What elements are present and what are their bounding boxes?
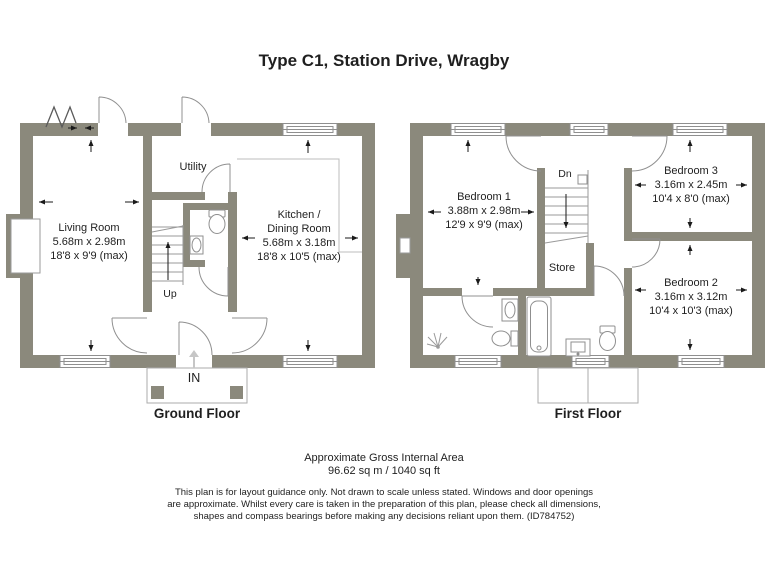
window xyxy=(282,355,338,368)
wc-door xyxy=(198,266,229,297)
bedroom1-label: Bedroom 1 3.88m x 2.98m 12'9 x 9'9 (max) xyxy=(445,190,523,232)
window xyxy=(569,123,609,136)
shower-icon xyxy=(426,332,448,349)
window xyxy=(282,123,338,136)
stairs-down-label: Dn xyxy=(558,168,572,180)
room-name: Kitchen / xyxy=(277,209,321,221)
stairs-up-label: Up xyxy=(163,288,177,300)
bedroom3-label: Bedroom 3 3.16m x 2.45m 10'4 x 8'0 (max) xyxy=(652,164,730,206)
window xyxy=(59,355,111,368)
first-floor-plan xyxy=(396,123,765,404)
ground-windows xyxy=(59,123,338,368)
utility-door xyxy=(201,163,231,193)
toilet-bowl xyxy=(599,331,616,351)
room-metric: 3.88m x 2.98m xyxy=(447,205,521,217)
first-doors xyxy=(461,135,668,328)
first-stairs xyxy=(544,170,589,244)
window xyxy=(450,123,506,136)
room-metric: 5.68m x 2.98m xyxy=(52,236,126,248)
utility-label: Utility xyxy=(179,161,207,173)
living-room-door xyxy=(111,317,148,354)
ensuite-fixtures xyxy=(426,298,519,349)
page-title: Type C1, Station Drive, Wragby xyxy=(258,51,510,70)
bedroom3-door xyxy=(631,135,668,172)
toilet-cistern xyxy=(510,330,519,347)
entrance-label: IN xyxy=(187,371,201,385)
room-metric: 3.16m x 2.45m xyxy=(654,179,728,191)
room-imperial: 12'9 x 9'9 (max) xyxy=(445,219,523,231)
fireplace-recess xyxy=(10,218,41,274)
toilet-bowl xyxy=(491,330,511,347)
kitchen-door xyxy=(231,317,268,354)
disclaimer-line: shapes and compass bearings before makin… xyxy=(193,511,575,522)
external-door xyxy=(181,96,210,124)
first-windows xyxy=(450,123,728,368)
window xyxy=(454,355,502,368)
room-name: Living Room xyxy=(58,222,120,234)
disclaimer-line: are approximate. Whilst every care is ta… xyxy=(167,499,601,510)
bathroom-door xyxy=(593,265,625,297)
bedroom2-label: Bedroom 2 3.16m x 3.12m 10'4 x 10'3 (max… xyxy=(649,276,733,318)
ground-floor-plan xyxy=(6,96,375,404)
room-name: Bedroom 3 xyxy=(664,165,718,177)
ensuite-door xyxy=(461,295,494,328)
ground-doors xyxy=(98,96,268,356)
first-walls xyxy=(396,123,765,368)
bedroom2-door xyxy=(631,238,661,268)
toilet-bowl xyxy=(208,214,226,234)
porch-post xyxy=(230,386,243,399)
room-imperial: 18'8 x 10'5 (max) xyxy=(257,251,341,263)
first-porch-outline xyxy=(537,367,639,404)
zigzag-break-icon xyxy=(45,105,77,129)
room-metric: 5.68m x 3.18m xyxy=(262,237,336,249)
room-name: Bedroom 2 xyxy=(664,277,718,289)
first-dimension-arrows xyxy=(428,140,747,350)
entrance-arrow-icon xyxy=(189,350,199,368)
ground-dimension-arrows xyxy=(39,125,358,351)
chimney-flue xyxy=(399,237,411,254)
room-imperial: 18'8 x 9'9 (max) xyxy=(50,250,128,262)
ground-porch xyxy=(146,350,248,404)
window xyxy=(672,123,728,136)
room-imperial: 10'4 x 10'3 (max) xyxy=(649,305,733,317)
ground-stairs xyxy=(151,225,184,285)
disclaimer-line: This plan is for layout guidance only. N… xyxy=(174,487,594,498)
gross-internal-area-value: 96.62 sq m / 1040 sq ft xyxy=(328,465,440,477)
room-metric: 3.16m x 3.12m xyxy=(654,291,728,303)
bedroom1-door xyxy=(505,135,542,172)
front-door xyxy=(178,321,213,356)
room-imperial: 10'4 x 8'0 (max) xyxy=(652,193,730,205)
kitchen-dining-label: Kitchen / Dining Room 5.68m x 3.18m 18'8… xyxy=(257,208,341,264)
window xyxy=(677,355,725,368)
wc-fixtures xyxy=(189,209,226,255)
room-name: Dining Room xyxy=(267,223,331,235)
window xyxy=(571,355,610,368)
porch-post xyxy=(151,386,164,399)
first-floor-title: First Floor xyxy=(554,406,622,421)
bathroom-fixtures xyxy=(526,296,616,357)
living-room-label: Living Room 5.68m x 2.98m 18'8 x 9'9 (ma… xyxy=(50,221,128,263)
newel-post xyxy=(577,174,588,185)
kitchen-extent-line xyxy=(237,158,362,253)
ground-floor-title: Ground Floor xyxy=(153,406,241,421)
store-label: Store xyxy=(548,262,576,274)
gross-internal-area-title: Approximate Gross Internal Area xyxy=(304,452,464,464)
room-name: Bedroom 1 xyxy=(457,191,511,203)
external-door xyxy=(98,96,127,124)
